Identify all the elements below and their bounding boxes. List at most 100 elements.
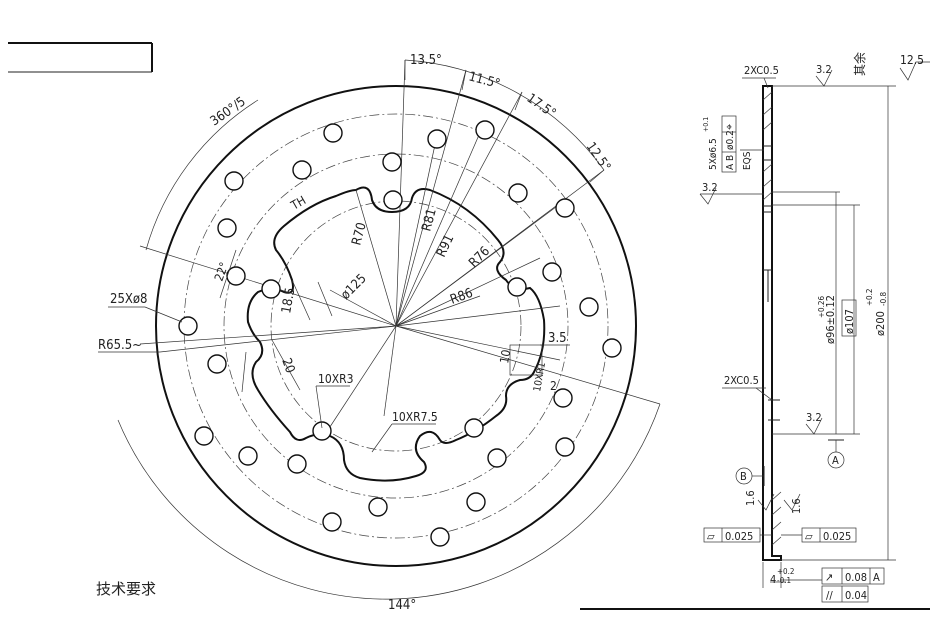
hole [430,527,450,547]
rough-top: 3.2 [816,63,832,76]
position-tolerance-frame: ⌖ ø0.2 A B [721,115,737,173]
hole [217,218,237,238]
parallel-value: 0.04 [845,589,867,602]
hole [466,492,486,512]
dia-96: ø96±0.12 [824,295,837,344]
eqs-label: EQS [742,151,753,170]
position-value: ø0.2 [725,130,736,150]
hole [475,120,495,140]
rough-bottom: 3.2 [806,411,822,424]
runout-symbol: ↗ [825,571,833,584]
rough-side-right: 1.6 [790,498,803,514]
hole [194,426,214,446]
parallel-symbol: // [826,589,833,602]
flatness-symbol-left: ▱ [707,530,715,543]
hole-tol-upper: +0.1 [702,117,710,132]
dia-96-tol: +0.26 [817,296,826,318]
hole [178,316,198,336]
hole [261,279,281,299]
general-rough-prefix: 其余 [852,52,867,76]
mounting-holes [178,120,622,547]
hole [464,418,484,438]
datum-a: A [832,454,839,467]
dia-200-tol-upper: +0.2 [865,289,874,306]
hole [312,421,332,441]
fillet-large-label: 10XR7.5 [392,410,438,424]
hole [292,160,312,180]
r76-label: R76 [466,244,493,271]
front-view: 25Xø8 R65.5~ TH R70 R81 R91 R76 R86 ø125… [98,53,661,613]
thickness-tol-upper: +0.2 [777,567,794,576]
dim-20: 20 [278,356,297,375]
runout-datum: A [873,571,880,584]
hole [287,454,307,474]
hole [507,277,527,297]
hole [553,388,573,408]
rough-side-left: 1.6 [744,490,757,506]
hole [207,354,227,374]
rough-left: 3.2 [702,181,718,194]
dim-18-5: 18.5 [279,286,298,314]
dia-200-tol-lower: -0.8 [879,292,888,306]
position-symbol: ⌖ [723,124,736,130]
hole [224,171,244,191]
position-datums: A B [725,155,736,170]
disc-section [762,85,782,561]
r86-label: R86 [448,286,475,308]
flatness-frame-right: ▱ 0.025 [801,527,857,543]
thickness-tol-lower: -0.1 [777,576,791,585]
hole [555,198,575,218]
dim-2: 2 [550,379,557,393]
thickness: 4 [770,573,776,586]
angle-12-5: 12.5° [583,140,614,175]
dim-3-5: 3.5 [548,331,567,346]
flatness-left: 0.025 [725,530,753,543]
flatness-frame-left: ▱ 0.025 [703,527,761,543]
r91-label: R91 [434,232,457,259]
pitch-circle-outer [183,113,609,539]
parallel-frame: // 0.04 [821,585,869,603]
hole [602,338,622,358]
hole [323,123,343,143]
r65-label: R65.5~ [98,338,142,353]
flatness-right: 0.025 [823,530,851,543]
runout-value: 0.08 [845,571,867,584]
hole [427,129,447,149]
hole [368,497,388,517]
r70-label: R70 [349,221,369,247]
angle-11-5: 11.5° [467,69,502,92]
notes-heading: 技术要求 [96,580,156,598]
hub-profile [246,186,546,482]
radial-lines [139,59,661,437]
flatness-symbol-right: ▱ [805,530,813,543]
hole [555,437,575,457]
chamfer-top: 2XC0.5 [744,64,779,77]
dim-10: 10 [497,348,513,364]
chamfer-mid: 2XC0.5 [724,374,759,387]
dim-10xr1: 10XR1 [532,361,548,392]
outer-disc-edge [155,85,637,567]
hole [542,262,562,282]
angle-360-5: 360°/5 [208,94,249,129]
hole [238,446,258,466]
d125-label: ø125 [338,271,369,302]
dia-200: ø200 [874,311,887,336]
r81-label: R81 [419,207,439,233]
center-pitch-circle [270,200,522,452]
hole [382,152,402,172]
section-view: 2XC0.5 3.2 3.2 3.2 1.6 1.6 其余 12.5 ⌖ ø0.… [699,52,930,603]
hole-callout-vert: 5Xø6.5 [708,138,719,170]
datum-b: B [740,470,747,483]
dia-107: ø107 [843,309,856,334]
th-label: TH [288,193,309,213]
hole [322,512,342,532]
general-rough-value: 12.5 [900,53,924,67]
title-block-fragment [8,42,153,73]
holes-callout: 25Xø8 [110,292,147,307]
hole [487,448,507,468]
angle-13-5: 13.5° [410,53,442,68]
hole [383,190,403,210]
hole [579,297,599,317]
runout-frame: ↗ 0.08 A [821,567,885,585]
